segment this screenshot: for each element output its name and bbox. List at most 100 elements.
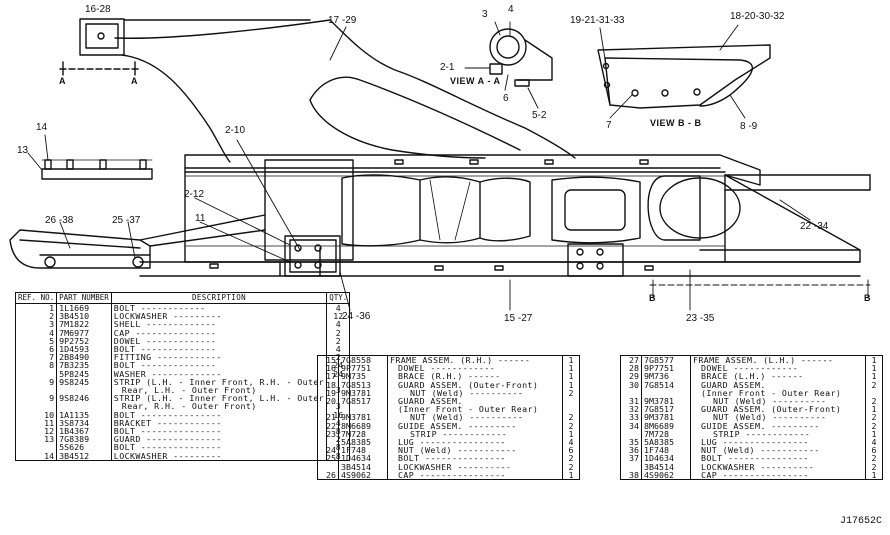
cell-description: DOWEL ------------ <box>387 364 563 372</box>
cell-description: (Inner Front - Outer Rear) <box>387 405 563 413</box>
cell-part-number: 1D4634 <box>338 454 388 463</box>
cell-ref-no <box>14 443 58 452</box>
callout-8-9: 8 -9 <box>740 121 758 132</box>
cell-ref-no: 27 <box>620 355 642 365</box>
cell-part-number: 7M728 <box>641 430 691 438</box>
cell-description: CAP ---------------- <box>690 471 866 480</box>
cell-description: STRIP ------------ <box>690 430 866 438</box>
cell-qty: 2 <box>865 397 883 405</box>
guard-strip <box>41 159 153 180</box>
cell-qty: 4 <box>865 438 883 446</box>
cell-part-number: 9P7751 <box>641 364 691 372</box>
cell-part-number: 9M3781 <box>338 413 388 422</box>
callout-15-27: 15 -27 <box>504 313 533 324</box>
cell-qty <box>562 405 580 414</box>
track-guide <box>9 214 266 269</box>
cell-ref-no: 23 <box>317 430 339 438</box>
cell-ref-no <box>620 429 642 439</box>
section-mark-b-right: B <box>864 293 871 303</box>
cell-description: FRAME ASSEM. (L.H.) ------ <box>690 355 866 365</box>
callout-6: 6 <box>503 93 509 104</box>
cell-qty: 2 <box>865 454 883 463</box>
cell-qty: 4 <box>326 345 351 353</box>
cell-qty: 1 <box>865 430 883 438</box>
frame-rail <box>139 154 871 277</box>
callout-17-29: 17 -29 <box>328 15 357 26</box>
cell-ref-no: 33 <box>620 413 642 422</box>
callout-24-36: 24 -36 <box>342 311 371 322</box>
view-b-detail <box>597 44 771 109</box>
cell-description: BOLT --------------- <box>387 454 563 463</box>
cell-description: DOWEL ------------ <box>690 364 866 372</box>
cell-description: (Inner Front - Outer Rear) <box>690 389 866 397</box>
cell-part-number: 7G8517 <box>641 405 691 413</box>
section-mark-a-left: A <box>59 76 66 86</box>
cell-description: NUT (Weld) ----------- <box>690 446 866 454</box>
cell-qty: 2 <box>865 413 883 422</box>
cell-qty: 4 <box>562 438 580 446</box>
cell-qty: 1 <box>865 471 883 480</box>
callout-19-21-31-33: 19-21-31-33 <box>570 15 625 26</box>
cell-ref-no: 35 <box>620 438 642 446</box>
cell-ref-no: 9 <box>14 378 58 386</box>
leader-lines <box>27 21 871 311</box>
cell-description: BRACE (R.H.) ------ <box>387 372 563 381</box>
cell-description: CAP ---------------- <box>387 471 563 480</box>
cell-part-number: 1D4634 <box>641 454 691 463</box>
cell-ref-no: 2 <box>14 312 58 320</box>
cell-qty: 1 <box>562 355 580 365</box>
view-b-label: VIEW B - B <box>650 118 702 128</box>
cell-description: NUT (Weld) ----------- <box>387 446 563 454</box>
callout-5-2: 5-2 <box>532 110 547 121</box>
cell-part-number: 7G8558 <box>338 355 388 365</box>
cell-description: NUT (Weld) ---------- <box>690 413 866 422</box>
cell-part-number <box>338 405 388 414</box>
cell-qty: 4 <box>326 320 351 329</box>
cell-qty: 1 <box>865 372 883 381</box>
cell-part-number: 9M3781 <box>641 397 691 405</box>
document-id: J17652C <box>839 516 882 527</box>
cell-ref-no: 37 <box>620 454 642 463</box>
callout-3: 3 <box>482 9 488 20</box>
cell-description: GUIDE ASSEM. --------- <box>387 421 563 430</box>
cell-ref-no: 30 <box>620 380 642 389</box>
cell-part-number: 1F748 <box>641 446 691 454</box>
cell-description: LOCKWASHER ---------- <box>690 462 866 471</box>
cell-ref-no: 17 <box>317 372 339 381</box>
cell-qty: 2 <box>562 454 580 463</box>
cell-qty: 2 <box>865 462 883 471</box>
callout-16-28: 16-28 <box>85 4 111 15</box>
cell-description: GUARD ASSEM. (Outer-Front) <box>690 405 866 413</box>
cell-ref-no <box>14 369 58 378</box>
cell-part-number: 9M735 <box>338 372 388 381</box>
callout-2-10: 2-10 <box>225 125 246 136</box>
cell-part-number: 5A8385 <box>338 438 388 446</box>
cell-part-number: 9M3781 <box>338 389 388 397</box>
cell-description: LOCKWASHER --------- <box>110 452 328 461</box>
cell-part-number: 3B4514 <box>641 462 691 471</box>
cell-description: GUARD ASSEM. <box>690 380 866 389</box>
callout-23-35: 23 -35 <box>686 313 715 324</box>
cell-description: LUG ---------------- <box>690 438 866 446</box>
col-qty: QTY. <box>326 292 351 304</box>
cell-ref-no: 38 <box>620 471 642 480</box>
cell-ref-no <box>620 462 642 471</box>
